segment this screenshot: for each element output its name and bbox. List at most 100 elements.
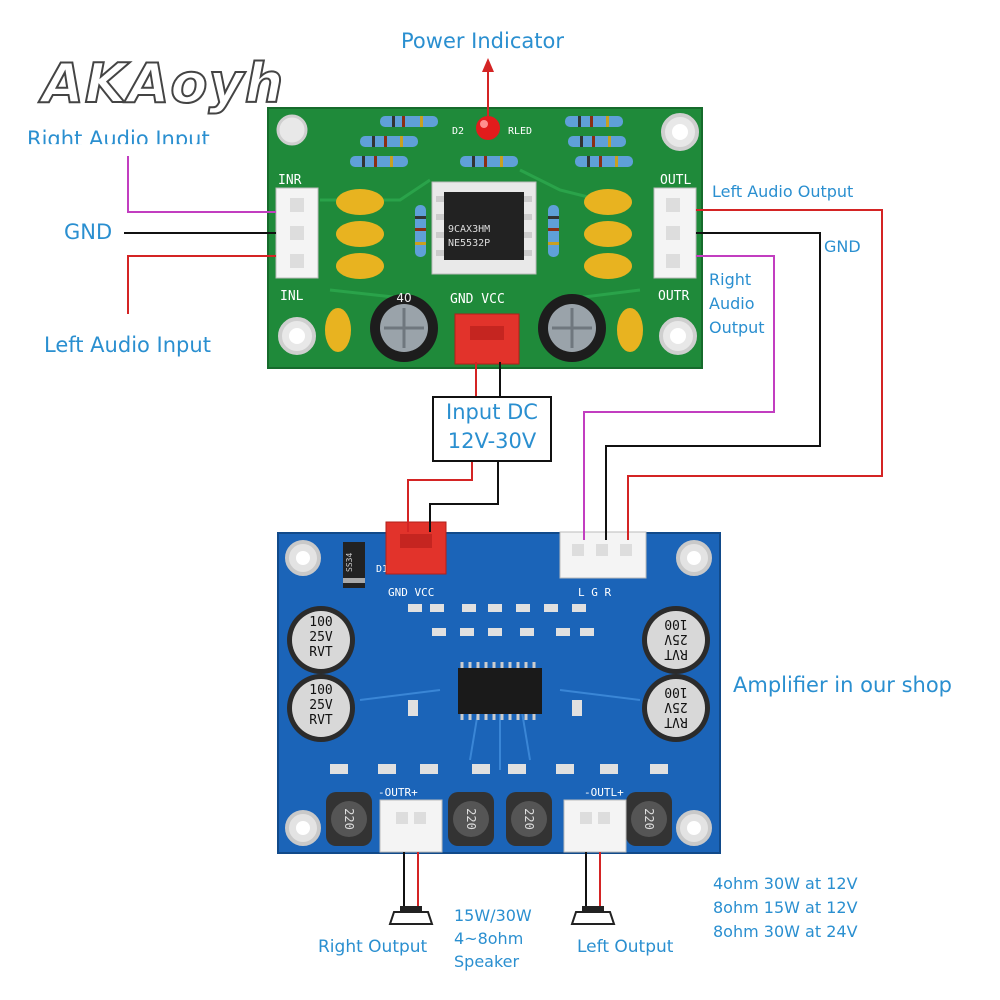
- svg-text:RVT: RVT: [664, 646, 688, 661]
- wire-dc-neg-out: [429, 458, 499, 532]
- ceramic-capacitor: [584, 189, 632, 215]
- silk-d1: D1: [376, 564, 388, 575]
- signal-connector: [559, 531, 647, 579]
- resistor: [360, 136, 418, 147]
- power-specs: 4ohm 30W at 12V 8ohm 15W at 12V 8ohm 30W…: [713, 872, 858, 944]
- svg-text:100: 100: [664, 684, 687, 699]
- speaker-icon: [388, 906, 434, 925]
- resistor: [548, 205, 559, 257]
- silk-inr: INR: [278, 173, 302, 188]
- diode: [343, 542, 365, 588]
- silk-outr: OUTR: [658, 289, 689, 304]
- wire-dc-pos-out: [407, 458, 473, 532]
- mounting-hole: [659, 317, 697, 355]
- silk-d2: D2: [452, 126, 464, 137]
- amplifier-chip: [458, 662, 542, 720]
- label-gnd-input: GND: [64, 220, 113, 244]
- label-speaker: 15W/30W 4~8ohm Speaker: [454, 906, 532, 971]
- wire-left-speaker: [585, 852, 601, 906]
- wire-right-output: [583, 255, 775, 540]
- mounting-hole: [278, 317, 316, 355]
- inductor: [448, 792, 494, 846]
- silk-outl: -OUTL+: [584, 786, 624, 799]
- resistor: [380, 116, 438, 127]
- ic-chip: 9CAX3HM NE5532P: [431, 181, 537, 275]
- wire-right-input: [127, 156, 276, 213]
- input-dc-voltage: 12V-30V: [447, 429, 537, 453]
- mounting-hole: [276, 114, 308, 146]
- label-left-audio-input: Left Audio Input: [44, 333, 211, 357]
- svg-text:RVT: RVT: [664, 714, 688, 729]
- mounting-hole: [285, 810, 321, 846]
- resistor: [568, 136, 626, 147]
- spec-line: 8ohm 15W at 12V: [713, 898, 858, 917]
- input-dc-box: Input DC 12V-30V: [432, 396, 552, 462]
- ceramic-capacitor: [325, 308, 351, 352]
- ceramic-capacitor: [336, 221, 384, 247]
- svg-text:220: 220: [464, 808, 478, 830]
- label-right-audio-input: Right Audio Input: [27, 127, 210, 151]
- svg-text:100: 100: [309, 615, 332, 630]
- chip-marking: NE5532P: [448, 238, 490, 249]
- label-amplifier: Amplifier in our shop: [733, 673, 952, 697]
- smd-components: [330, 604, 668, 774]
- wire-left-input: [127, 255, 276, 314]
- label-right-output: Right Output: [318, 937, 428, 957]
- chip-marking: 9CAX3HM: [448, 224, 490, 235]
- svg-text:100: 100: [664, 616, 687, 631]
- label-left-audio-output: Left Audio Output: [712, 182, 854, 201]
- inductor-marking: 220 220 220 220: [342, 808, 656, 830]
- svg-text:RVT: RVT: [309, 645, 333, 660]
- wire-left-output: [627, 209, 883, 540]
- label-gnd-output: GND: [824, 237, 861, 256]
- silk-gnd-vcc: GND VCC: [450, 292, 505, 307]
- speaker-connector-left: [563, 799, 627, 853]
- silk-outl: OUTL: [660, 173, 691, 188]
- input-connector: [275, 187, 319, 279]
- svg-text:100: 100: [309, 683, 332, 698]
- speaker-icon: [570, 906, 616, 925]
- input-dc-label: Input DC: [446, 400, 538, 424]
- speaker-connector-right: [379, 799, 443, 853]
- power-led: [476, 116, 500, 140]
- svg-text:25V: 25V: [664, 631, 688, 646]
- electrolytic-capacitor: [538, 294, 606, 362]
- ceramic-capacitor: [336, 189, 384, 215]
- label-power-indicator: Power Indicator: [401, 29, 564, 53]
- mounting-hole: [676, 540, 712, 576]
- svg-text:RVT: RVT: [309, 713, 333, 728]
- resistor: [350, 156, 408, 167]
- power-connector: [385, 521, 447, 575]
- wires: [124, 58, 883, 906]
- wire-right-speaker: [403, 852, 419, 906]
- svg-text:220: 220: [522, 808, 536, 830]
- label-left-output: Left Output: [577, 937, 674, 957]
- svg-text:25V: 25V: [309, 698, 333, 713]
- silk-lgr: L G R: [578, 586, 611, 599]
- mounting-hole: [661, 113, 699, 151]
- electrolytic-capacitor: [370, 294, 438, 362]
- cap-marking: 40: [396, 291, 411, 305]
- ceramic-capacitor: [617, 308, 643, 352]
- wire-gnd-output: [605, 232, 821, 540]
- resistor: [565, 116, 623, 127]
- silk-diode: SS34: [345, 553, 354, 572]
- brand-logo: AKAoyh: [41, 51, 285, 116]
- svg-text:25V: 25V: [664, 699, 688, 714]
- mounting-hole: [285, 540, 321, 576]
- electrolytic-capacitor: [642, 606, 710, 674]
- ceramic-capacitor: [336, 253, 384, 279]
- ceramic-capacitor: [584, 253, 632, 279]
- svg-text:220: 220: [342, 808, 356, 830]
- spec-line: 4ohm 30W at 12V: [713, 874, 858, 893]
- svg-text:220: 220: [642, 808, 656, 830]
- resistor: [575, 156, 633, 167]
- mounting-hole: [676, 810, 712, 846]
- spec-line: 8ohm 30W at 24V: [713, 922, 858, 941]
- silk-inl: INL: [280, 289, 304, 304]
- resistor: [415, 205, 426, 257]
